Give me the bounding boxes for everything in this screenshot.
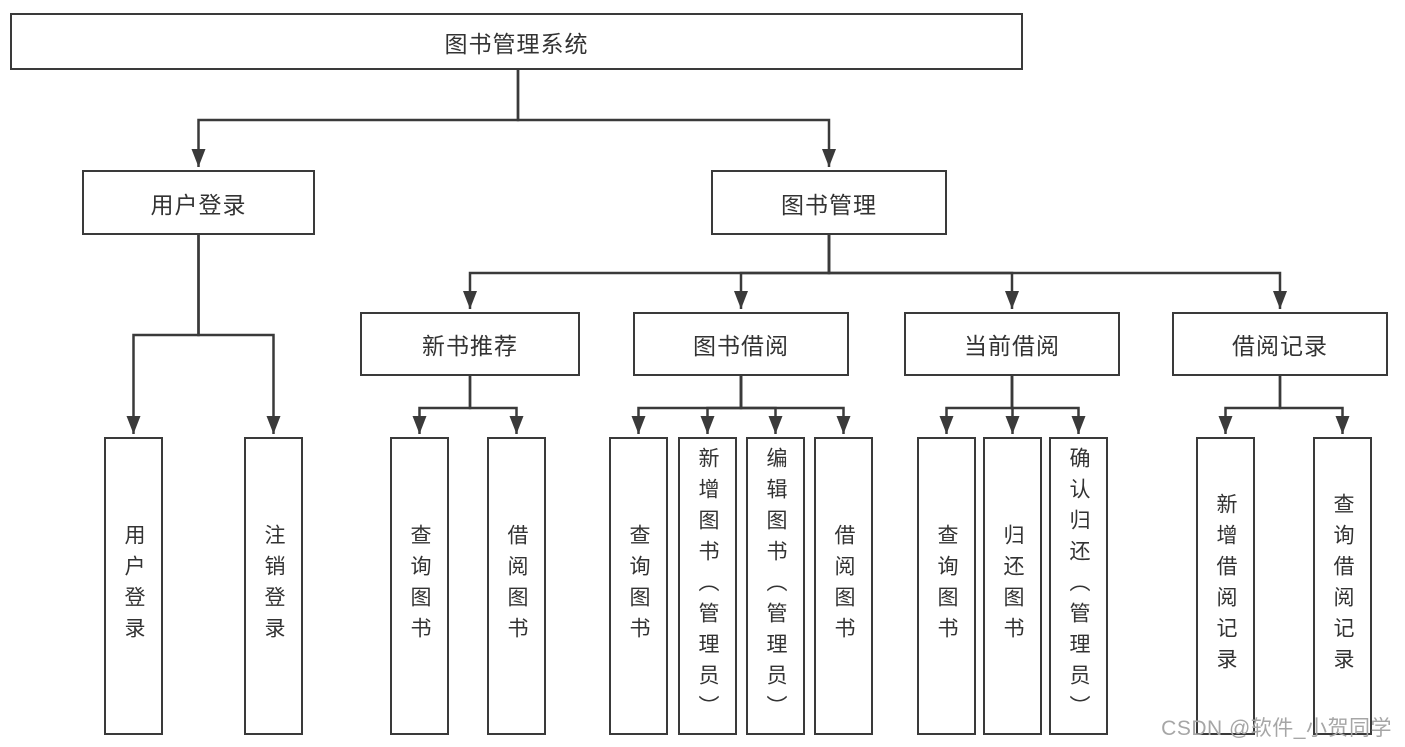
leaf-label: 用户登录 <box>122 524 145 648</box>
leaf-node-query-books: 查询图书 <box>609 437 668 735</box>
leaf-node-query-books: 查询图书 <box>390 437 449 735</box>
node-book-borrowing: 图书借阅 <box>633 312 849 376</box>
leaf-node-user-login: 用户登录 <box>104 437 163 735</box>
connector-record-to-query <box>1278 376 1350 434</box>
leaf-node-edit-books-admin: 编辑图书（管理员） <box>746 437 805 735</box>
leaf-label: 注销登录 <box>262 524 285 648</box>
leaf-node-query-books: 查询图书 <box>917 437 976 735</box>
leaf-label: 查询图书 <box>408 524 431 648</box>
connector-borrow-to-add <box>700 376 743 434</box>
connector-mgmt-to-record <box>827 235 1287 309</box>
connector-login-to-logout-leaf <box>197 235 281 434</box>
connector-login-to-user-login-leaf <box>126 235 200 434</box>
leaf-label: 归还图书 <box>1001 524 1024 648</box>
connector-root-to-book-mgmt <box>516 70 836 167</box>
leaf-node-return-books: 归还图书 <box>983 437 1042 735</box>
connector-current-to-query <box>939 376 1014 434</box>
leaf-node-logout: 注销登录 <box>244 437 303 735</box>
connector-newbook-to-borrow <box>468 376 524 434</box>
connector-current-to-return <box>1005 376 1020 434</box>
leaf-label: 查询借阅记录 <box>1331 493 1354 679</box>
node-new-book-recommend: 新书推荐 <box>360 312 580 376</box>
leaf-label: 确认归还（管理员） <box>1067 446 1090 726</box>
node-current-borrowing: 当前借阅 <box>904 312 1120 376</box>
connector-record-to-add <box>1218 376 1282 434</box>
leaf-label: 借阅图书 <box>505 524 528 648</box>
leaf-node-confirm-return-admin: 确认归还（管理员） <box>1049 437 1108 735</box>
connector-newbook-to-query <box>412 376 472 434</box>
leaf-label: 查询图书 <box>627 524 650 648</box>
node-book-management: 图书管理 <box>711 170 947 235</box>
connector-mgmt-to-newbook <box>463 235 831 309</box>
connector-borrow-to-edit <box>739 376 783 434</box>
node-user-login: 用户登录 <box>82 170 315 235</box>
leaf-label: 查询图书 <box>935 524 958 648</box>
leaf-node-add-books-admin: 新增图书（管理员） <box>678 437 737 735</box>
node-library-system-root: 图书管理系统 <box>10 13 1023 70</box>
connector-borrow-to-borrow-leaf <box>739 376 851 434</box>
leaf-node-borrow-books: 借阅图书 <box>487 437 546 735</box>
connector-mgmt-to-current <box>827 235 1019 309</box>
leaf-node-query-borrow-record: 查询借阅记录 <box>1313 437 1372 735</box>
node-borrowing-records: 借阅记录 <box>1172 312 1388 376</box>
csdn-watermark: CSDN @软件_小贺同学 <box>1161 717 1392 740</box>
leaf-label: 新增图书（管理员） <box>696 446 719 726</box>
leaf-label: 新增借阅记录 <box>1214 493 1237 679</box>
leaf-node-borrow-books: 借阅图书 <box>814 437 873 735</box>
connector-borrow-to-query <box>631 376 743 434</box>
connector-current-to-confirm <box>1010 376 1086 434</box>
leaf-label: 编辑图书（管理员） <box>764 446 787 726</box>
connector-root-to-user-login <box>191 70 520 167</box>
leaf-label: 借阅图书 <box>832 524 855 648</box>
leaf-node-add-borrow-record: 新增借阅记录 <box>1196 437 1255 735</box>
connector-mgmt-to-borrow <box>734 235 831 309</box>
